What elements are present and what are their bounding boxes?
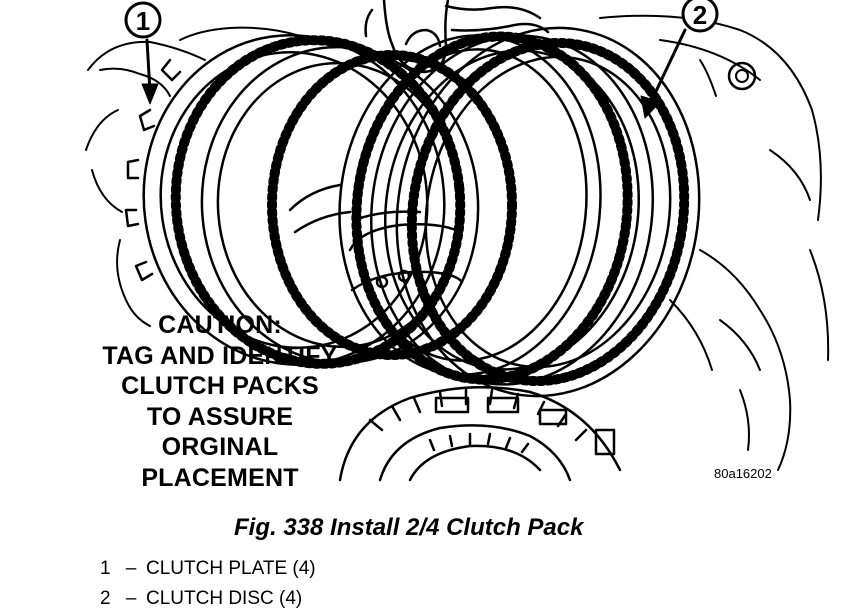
plate-tabs	[124, 58, 182, 282]
clutch-discs	[170, 26, 701, 398]
legend-item: 1–CLUTCH PLATE (4)	[100, 554, 316, 584]
caution-note: CAUTION: TAG AND IDENTIFY CLUTCH PACKS T…	[88, 310, 352, 493]
inner-hub	[288, 183, 464, 292]
gear-hub	[338, 385, 622, 482]
legend-number: 1	[100, 558, 111, 579]
legend-label: CLUTCH DISC (4)	[146, 588, 303, 609]
transmission-case-left	[85, 26, 301, 327]
clutch-pack-illustration: 1 2	[85, 0, 830, 482]
legend-item: 2–CLUTCH DISC (4)	[100, 584, 316, 614]
callout-2-number: 2	[693, 0, 707, 30]
transmission-case-right	[599, 14, 830, 471]
legend-number: 2	[100, 588, 111, 609]
caution-line: ORGINAL	[161, 433, 279, 461]
legend-label: CLUTCH PLATE (4)	[146, 558, 316, 579]
legend: 1–CLUTCH PLATE (4) 2–CLUTCH DISC (4)	[100, 554, 316, 614]
caution-line: TAG AND IDENTIFY	[102, 341, 338, 370]
hand	[364, 0, 550, 74]
caution-line: PLACEMENT	[141, 463, 299, 492]
legend-dash: –	[125, 588, 137, 609]
caution-line: TO ASSURE	[146, 402, 294, 431]
callout-1-number: 1	[136, 6, 150, 36]
figure-title: Fig. 338 Install 2/4 Clutch Pack	[234, 514, 584, 541]
caution-line: CAUTION:	[158, 311, 282, 339]
callout-1: 1	[124, 1, 162, 105]
caution-line: CLUTCH PACKS	[121, 372, 319, 400]
legend-dash: –	[125, 558, 137, 579]
image-code: 80a16202	[714, 466, 772, 481]
callout-2: 2	[640, 0, 719, 119]
